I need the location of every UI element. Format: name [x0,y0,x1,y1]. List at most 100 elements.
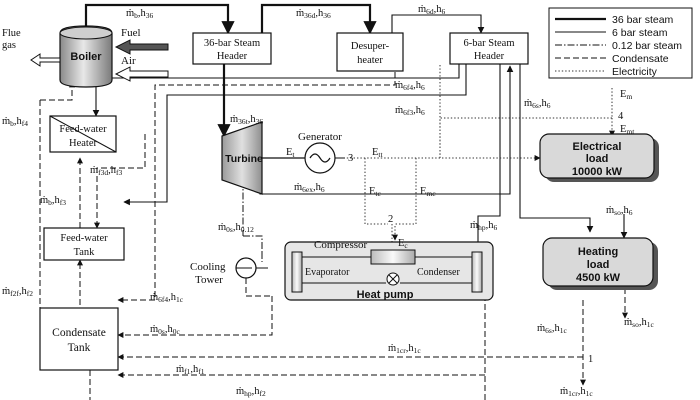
svg-text:ṁ6ex,h6: ṁ6ex,h6 [294,182,325,194]
node-2: 2 [388,214,393,225]
svg-text:ṁb,hf4: ṁb,hf4 [2,116,28,128]
flow-label-mso-h1c: ṁso,h1c [624,317,654,329]
condensate-tank: Condensate Tank [39,307,119,371]
desuperheater-label-2: heater [357,55,383,66]
node-4: 4 [618,111,624,122]
cooling-tower: Cooling Tower [190,257,268,286]
svg-text:ṁ6s,h1c: ṁ6s,h1c [537,323,567,335]
feedwater-tank-label-2: Tank [74,247,96,258]
steam-36bar-lines [84,3,377,138]
svg-text:ṁb,h36: ṁb,h36 [126,8,154,20]
flow-label-m36d-h36: ṁ36d,h36 [296,8,331,20]
svg-text:ṁ36t,h36: ṁ36t,h36 [230,114,263,126]
svg-text:ṁ6f4,h1c: ṁ6f4,h1c [150,292,184,304]
electrical-load: Electrical load 10000 kW [539,133,659,182]
legend-label-electricity: Electricity [612,66,658,78]
feedwater-tank-label-1: Feed-water [60,233,108,244]
flow-label-m6s-h1c: ṁ6s,h1c [537,323,567,335]
air-arrow: Air [114,55,169,82]
fuel-label: Fuel [121,27,141,39]
svg-text:ṁ6f4,h6: ṁ6f4,h6 [395,80,425,92]
svg-text:ṁhp,hf2: ṁhp,hf2 [236,386,266,398]
heating-load-label-1: Heating [578,246,618,258]
flow-label-m6f3-h6: ṁ6f3,h6 [395,105,425,117]
evaporator-label: Evaporator [305,267,350,278]
boiler-label: Boiler [70,51,102,63]
svg-text:ṁf1,hf1: ṁf1,hf1 [176,364,205,376]
legend-label-012bar: 0.12 bar steam [612,40,682,52]
header-36bar-label-1: 36-bar Steam [204,38,260,49]
legend-label-6bar: 6 bar steam [612,27,668,39]
flow-label-mf2f-hf2: ṁf2f,hf2 [2,286,33,298]
svg-text:Et: Et [286,147,295,159]
header-6bar: 6-bar Steam Header [449,32,529,65]
elec-label-Ec: Ec [398,238,408,250]
svg-text:ṁ0s,h0c: ṁ0s,h0c [150,324,180,336]
boiler: Boiler [59,25,113,88]
flow-label-m6s-h6: ṁ6s,h6 [524,98,551,110]
heating-load-label-2: load [587,259,610,271]
condensate-tank-label-1: Condensate [52,327,106,339]
flow-label-m6d-h6: ṁ6d,h6 [418,4,446,16]
flow-label-mso-h6: ṁso,h6 [606,205,633,217]
turbine: Turbine [221,121,263,195]
flow-label-mf3d-hf3: ṁf3d,hf3 [90,165,123,177]
condensate-tank-label-2: Tank [68,342,91,354]
header-6bar-label-1: 6-bar Steam [463,38,514,49]
flow-label-mb-hf3: ṁb,hf3 [40,195,66,207]
svg-text:Emc: Emc [420,186,436,198]
node-1: 1 [588,354,593,365]
heat-pump-label: Heat pump [357,289,414,301]
header-36bar-label-2: Header [217,51,248,62]
svg-text:ṁf3d,hf3: ṁf3d,hf3 [90,165,123,177]
svg-text:Ett: Ett [372,147,384,159]
svg-text:ṁ6f3,h6: ṁ6f3,h6 [395,105,425,117]
flow-label-mf1-hf1: ṁf1,hf1 [176,364,205,376]
svg-text:ṁ0s,h0.12: ṁ0s,h0.12 [218,222,254,234]
steam-012bar-lines [242,180,263,252]
heating-load-value: 4500 kW [576,272,621,284]
flow-label-mb-h36: ṁb,h36 [126,8,154,20]
fuel-arrow: Fuel [114,27,169,55]
feedwater-tank: Feed-water Tank [43,227,125,261]
svg-text:ṁb,hf3: ṁb,hf3 [40,195,66,207]
air-label: Air [121,55,136,67]
svg-text:ṁ1cr,h1c: ṁ1cr,h1c [560,386,593,398]
desuperheater-label-1: Desuper- [351,41,390,52]
flow-label-m6ex-h6: ṁ6ex,h6 [294,182,325,194]
legend-label-36bar: 36 bar steam [612,14,674,26]
electrical-load-label-1: Electrical [573,141,622,153]
svg-text:ṁf2f,hf2: ṁf2f,hf2 [2,286,33,298]
svg-text:ṁ1cr,h1c: ṁ1cr,h1c [388,343,421,355]
electrical-load-value: 10000 kW [572,166,623,178]
flow-label-mb-hf4: ṁb,hf4 [2,116,28,128]
flow-label-m1cr-h1c-mid: ṁ1cr,h1c [388,343,421,355]
flow-label-mhp-h6: ṁhp,h6 [470,220,498,232]
elec-label-Ett: Ett [372,147,384,159]
elec-label-Et: Et [286,147,295,159]
svg-text:ṁso,h6: ṁso,h6 [606,205,633,217]
flow-label-m6f4-h1c: ṁ6f4,h1c [150,292,184,304]
svg-text:Etc: Etc [369,186,382,198]
condensate-lines [39,72,628,400]
header-36bar: 36-bar Steam Header [192,32,272,65]
ac-wave-icon [309,153,331,163]
svg-text:ṁso,h1c: ṁso,h1c [624,317,654,329]
svg-text:Emt: Emt [620,124,635,136]
elec-label-Etc: Etc [369,186,382,198]
condenser-label: Condenser [417,267,460,278]
svg-text:Ec: Ec [398,238,408,250]
flow-label-m6f4-h6: ṁ6f4,h6 [395,80,425,92]
generator-label: Generator [298,131,342,143]
electricity-lines [340,65,615,253]
elec-label-Em: Em [620,89,632,101]
flue-gas-arrow: Flue gas [2,28,61,67]
feedwater-heater: Feed-water Heater [49,115,117,153]
svg-text:ṁhp,h6: ṁhp,h6 [470,220,498,232]
heating-load: Heating load 4500 kW [542,237,658,290]
cooling-tower-label-1: Cooling [190,261,226,273]
flow-label-m0s-h0c: ṁ0s,h0c [150,324,180,336]
flue-gas-label-2: gas [2,40,16,51]
compressor-label: Compressor [314,239,368,251]
